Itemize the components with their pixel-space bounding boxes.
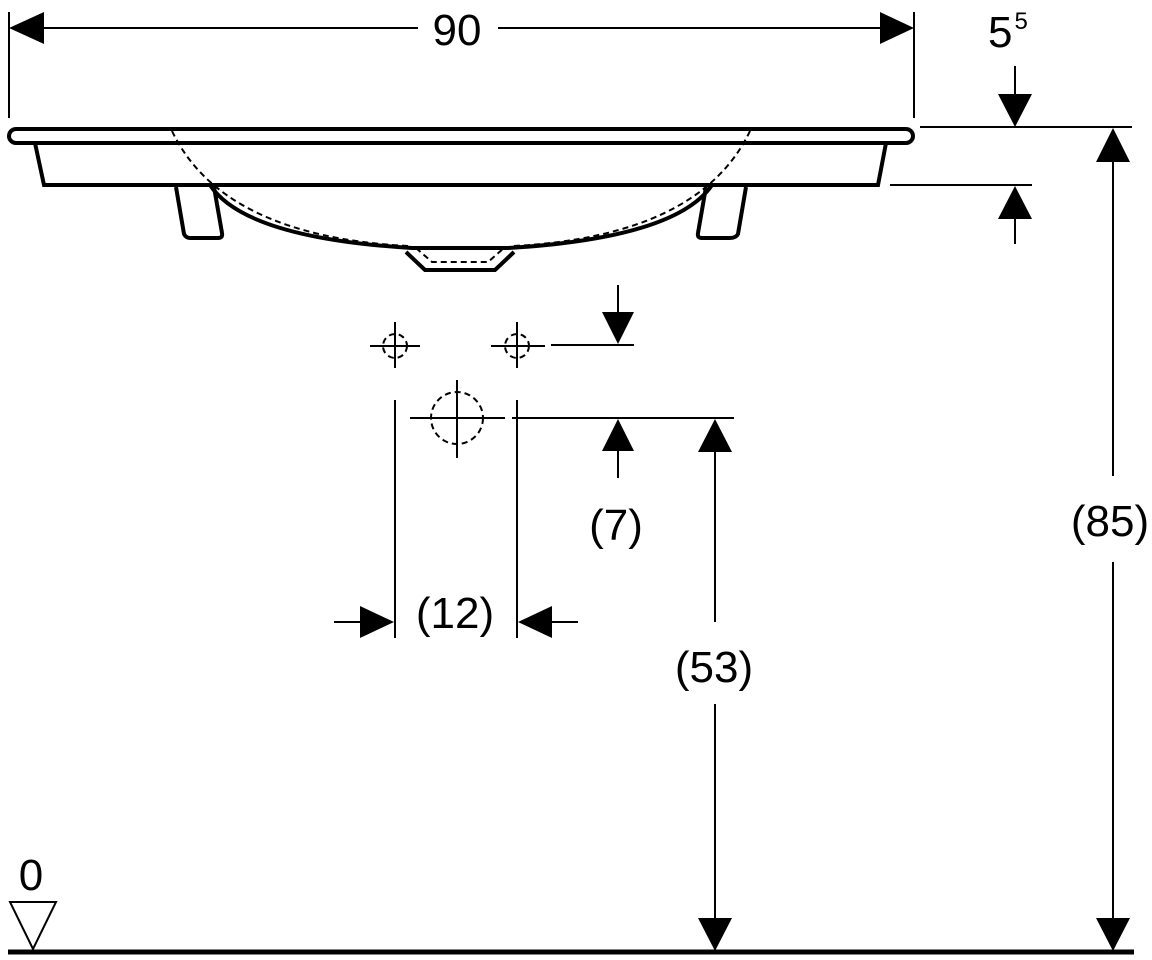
width-dimension: 90 xyxy=(8,6,915,118)
waste-height-arrow-up xyxy=(698,419,732,452)
overall-height-arrow-down xyxy=(1096,918,1130,951)
waste-height-dimension: (53) xyxy=(512,417,753,951)
floor-level-label: 0 xyxy=(19,851,43,900)
tap-connection-right xyxy=(491,322,545,368)
basin-foot-left xyxy=(174,186,225,240)
washbasin-body xyxy=(7,127,915,272)
spacing-arrow-left xyxy=(360,606,394,638)
basin-top-slab xyxy=(7,127,915,145)
offset-arrow-up xyxy=(602,419,634,451)
tap-right-circle xyxy=(504,333,530,359)
basin-waste-outlet xyxy=(404,250,516,272)
offset-dimension: (7) xyxy=(551,285,643,550)
offset-label: (7) xyxy=(589,501,643,550)
tap-connection-left xyxy=(370,322,420,368)
basin-bowl xyxy=(208,183,714,250)
tap-left-circle xyxy=(382,333,408,359)
waste-height-label: (53) xyxy=(675,643,753,692)
rim-thickness-label: 55 xyxy=(988,8,1028,57)
spacing-arrow-right xyxy=(518,606,552,638)
offset-arrow-down xyxy=(602,312,634,344)
rim-thickness-dimension: 55 xyxy=(890,8,1032,244)
overall-height-dimension: (85) xyxy=(920,126,1149,951)
spacing-dimension: (12) xyxy=(334,400,578,638)
floor-level-triangle-icon xyxy=(8,901,58,952)
waste-circle xyxy=(430,391,484,445)
overall-height-arrow-up xyxy=(1096,128,1130,162)
basin-foot-right xyxy=(695,186,748,240)
waste-connection xyxy=(410,380,505,458)
overall-height-label: (85) xyxy=(1071,497,1149,546)
basin-waste-inner xyxy=(415,247,505,263)
width-label: 90 xyxy=(433,6,482,55)
spacing-label: (12) xyxy=(416,589,494,638)
waste-height-arrow-down xyxy=(698,918,732,951)
width-arrow-left xyxy=(9,12,44,44)
floor-reference: 0 xyxy=(8,851,1134,955)
rim-arrow-down xyxy=(998,94,1032,127)
rim-arrow-up xyxy=(998,186,1032,219)
basin-hidden-contour xyxy=(171,130,751,247)
basin-apron xyxy=(33,142,888,187)
width-arrow-right xyxy=(880,12,914,44)
